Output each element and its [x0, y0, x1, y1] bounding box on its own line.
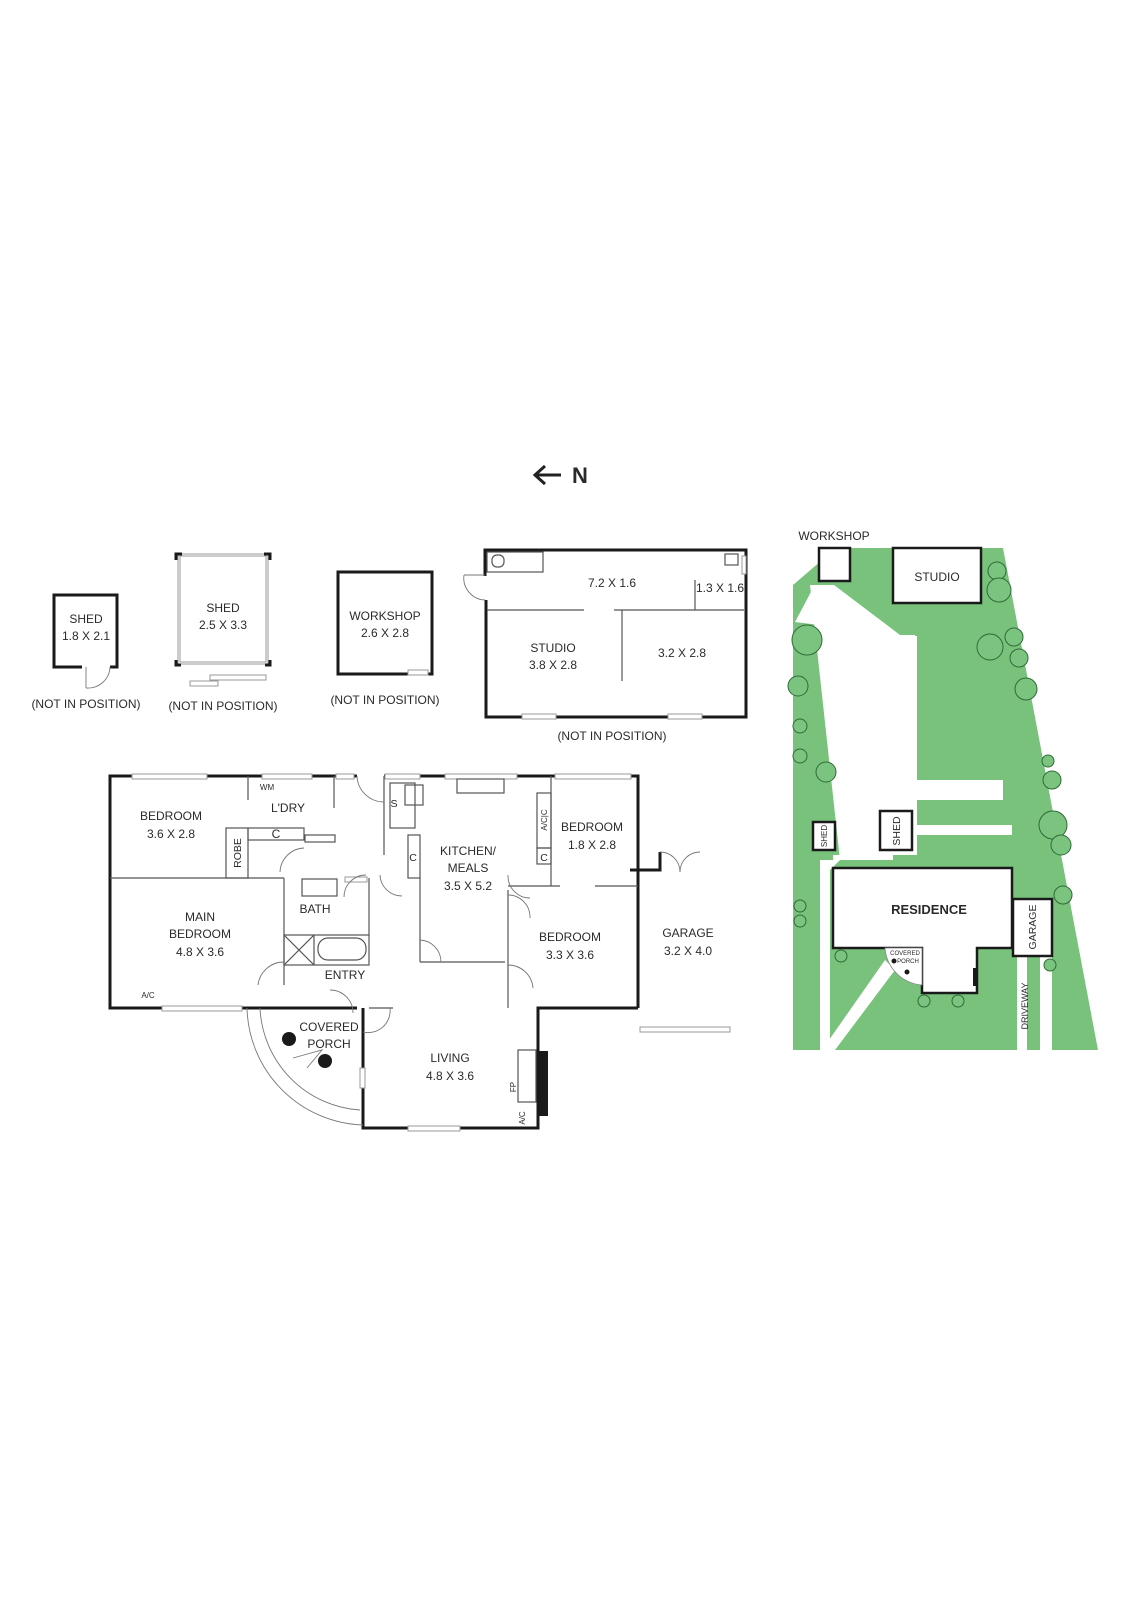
studio-size: 3.8 X 2.8 [529, 658, 577, 672]
fixture-fireplace: FP [509, 1082, 518, 1092]
room-bedroom-2-size: 1.8 X 2.8 [568, 838, 616, 852]
studio-store-size: 1.3 X 1.6 [696, 581, 744, 595]
workshop-note: (NOT IN POSITION) [330, 693, 439, 707]
shed-large-size: 2.5 X 3.3 [199, 618, 247, 632]
site-garage-label: GARAGE [1027, 905, 1039, 950]
room-porch-name-2: PORCH [307, 1037, 350, 1051]
room-bath-name: BATH [299, 902, 330, 916]
residence-plan: BEDROOM 3.6 X 2.8 L'DRY WM C ROBE MAIN B… [108, 773, 731, 1132]
room-living-name: LIVING [430, 1051, 469, 1065]
fixture-ac-cupboard: A/C|C [540, 809, 549, 830]
fixture-cupboard-kitchen: C [540, 852, 548, 864]
workshop-size: 2.6 X 2.8 [361, 626, 409, 640]
shed-large-name: SHED [206, 601, 240, 615]
fixture-cupboard-hall: C [409, 852, 417, 864]
room-kitchen-name-2: MEALS [448, 861, 489, 875]
shed-small-size: 1.8 X 2.1 [62, 629, 110, 643]
site-workshop-label: WORKSHOP [798, 529, 869, 543]
room-living-size: 4.8 X 3.6 [426, 1069, 474, 1083]
room-garage-name: GARAGE [662, 926, 713, 940]
fixture-robe: ROBE [232, 838, 244, 868]
studio-plan: 7.2 X 1.6 1.3 X 1.6 STUDIO 3.8 X 2.8 3.2… [463, 548, 748, 743]
fixture-stove: S [390, 798, 397, 810]
fixture-ac-main: A/C [141, 991, 155, 1000]
fixture-ac-living: A/C [518, 1111, 527, 1125]
studio-room2-size: 3.2 X 2.8 [658, 646, 706, 660]
room-bedroom-1-size: 3.6 X 2.8 [147, 827, 195, 841]
tree-icons [787, 561, 1073, 1008]
room-main-bedroom-name-2: BEDROOM [169, 927, 231, 941]
room-main-bedroom-size: 4.8 X 3.6 [176, 945, 224, 959]
workshop-plan: WORKSHOP 2.6 X 2.8 (NOT IN POSITION) [330, 570, 440, 707]
room-bedroom-1-name: BEDROOM [140, 809, 202, 823]
room-entry-name: ENTRY [325, 968, 365, 982]
room-kitchen-name-1: KITCHEN/ [440, 844, 497, 858]
site-plan: WORKSHOP STUDIO SHED SHED RESIDENCE GARA… [787, 529, 1098, 1050]
room-bedroom-2-name: BEDROOM [561, 820, 623, 834]
shed-small-plan: SHED 1.8 X 2.1 (NOT IN POSITION) [31, 593, 141, 711]
site-shed-left-label: SHED [820, 825, 829, 847]
studio-name: STUDIO [530, 641, 575, 655]
studio-hall-size: 7.2 X 1.6 [588, 576, 636, 590]
shed-small-note: (NOT IN POSITION) [31, 697, 140, 711]
room-bedroom-3-size: 3.3 X 3.6 [546, 948, 594, 962]
shed-small-name: SHED [69, 612, 103, 626]
studio-note: (NOT IN POSITION) [557, 729, 666, 743]
site-porch-label-1: COVERED [890, 951, 920, 957]
arrow-left-icon [532, 464, 561, 486]
room-garage-size: 3.2 X 4.0 [664, 944, 712, 958]
north-label: N [572, 463, 588, 488]
shed-large-plan: SHED 2.5 X 3.3 (NOT IN POSITION) [168, 552, 278, 713]
site-driveway-label: DRIVEWAY [1020, 982, 1030, 1029]
room-laundry-name: L'DRY [271, 801, 305, 815]
site-studio-label: STUDIO [914, 570, 959, 584]
site-residence-label: RESIDENCE [891, 902, 967, 917]
room-porch-name-1: COVERED [299, 1020, 359, 1034]
room-kitchen-size: 3.5 X 5.2 [444, 879, 492, 893]
shed-large-note: (NOT IN POSITION) [168, 699, 277, 713]
fixture-wm: WM [260, 783, 275, 792]
workshop-name: WORKSHOP [349, 609, 420, 623]
site-porch-label-2: PORCH [897, 959, 919, 965]
room-main-bedroom-name-1: MAIN [185, 910, 215, 924]
site-shed-mid-label: SHED [891, 816, 903, 846]
fixture-cupboard-laundry: C [272, 827, 281, 841]
room-bedroom-3-name: BEDROOM [539, 930, 601, 944]
north-compass: N [532, 463, 588, 488]
